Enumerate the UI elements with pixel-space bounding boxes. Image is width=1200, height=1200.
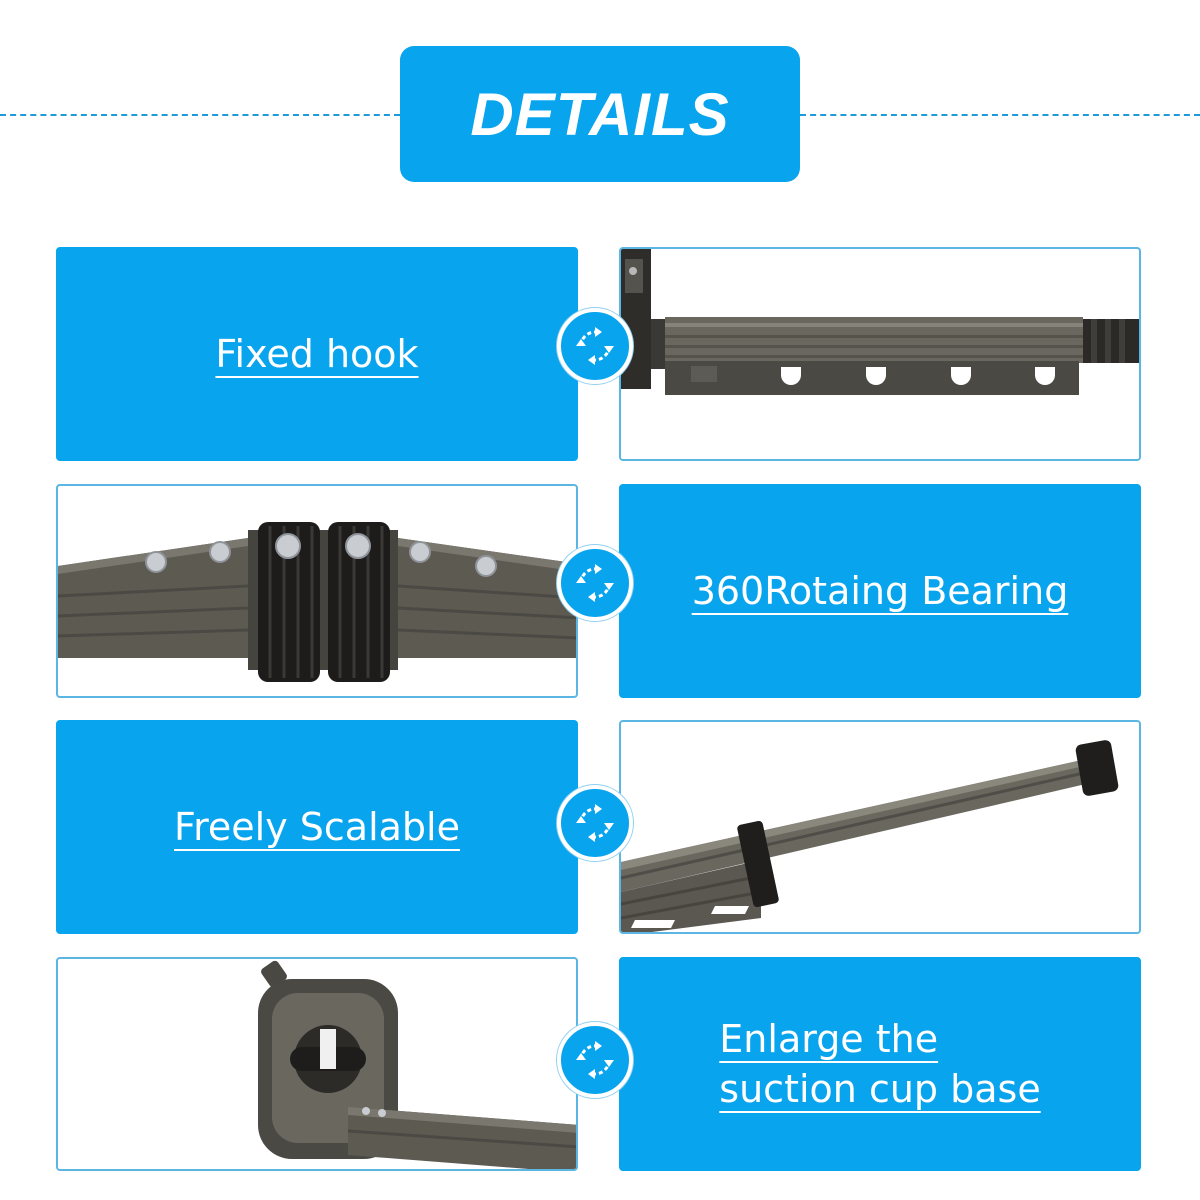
rotate-arrows-icon [557, 1022, 633, 1098]
header-banner: DETAILS [400, 46, 800, 182]
feature-card-fixed-hook: Fixed hook [56, 247, 578, 461]
header-divider-left [0, 114, 400, 116]
page-title: DETAILS [470, 80, 730, 148]
product-image-rotating-bearing [56, 484, 578, 698]
product-image-fixed-hook [619, 247, 1141, 461]
feature-label-freely-scalable: Freely Scalable [174, 805, 460, 849]
feature-label-fixed-hook: Fixed hook [215, 332, 419, 376]
telescopic-rod-illustration [621, 740, 1119, 932]
feature-label-suction-line2: suction cup base [719, 1067, 1041, 1111]
bearing-joint-illustration [58, 522, 576, 696]
rotate-arrows-icon [557, 785, 633, 861]
rotate-arrows-icon [557, 545, 633, 621]
product-image-suction-cup [56, 957, 578, 1171]
feature-label-rotating-bearing: 360Rotaing Bearing [691, 569, 1069, 613]
hook-rail-illustration [621, 249, 1139, 395]
feature-label-suction-cup: Enlarge the suction cup base [719, 1014, 1040, 1114]
feature-card-suction-cup: Enlarge the suction cup base [619, 957, 1141, 1171]
suction-base-illustration [258, 960, 576, 1169]
rotate-arrows-icon [557, 308, 633, 384]
product-image-freely-scalable [619, 720, 1141, 934]
feature-card-rotating-bearing: 360Rotaing Bearing [619, 484, 1141, 698]
feature-card-freely-scalable: Freely Scalable [56, 720, 578, 934]
feature-label-suction-line1: Enlarge the [719, 1017, 939, 1061]
header-divider-right [800, 114, 1200, 116]
